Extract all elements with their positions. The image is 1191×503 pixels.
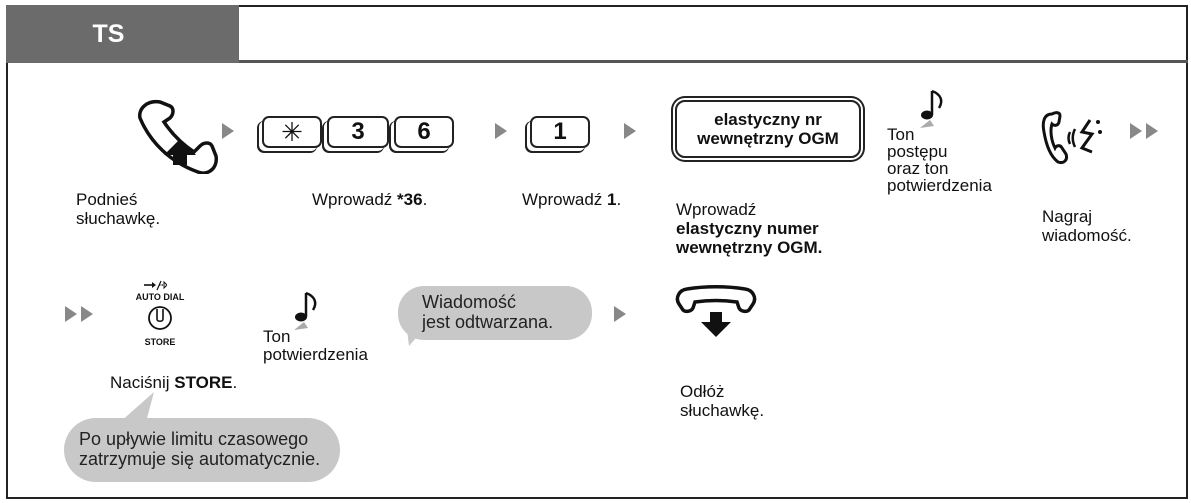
step-arrow: [222, 123, 234, 139]
flexible-ogm-number-box: elastyczny nr wewnętrzny OGM: [675, 100, 861, 158]
tone-note-icon: [294, 291, 317, 330]
step-arrow: [614, 306, 626, 322]
enter1-suffix: .: [616, 190, 622, 209]
key-6: 6: [394, 116, 454, 148]
bubble-tail: [407, 330, 423, 346]
header-bar: [6, 5, 1188, 63]
flexbox-line1: elastyczny nr: [714, 110, 822, 129]
step-arrow: [495, 123, 507, 139]
enter1-code: 1: [607, 190, 617, 209]
off-hook-handset-icon: [138, 99, 218, 174]
auto-dial-label: AUTO DIAL: [135, 292, 185, 302]
key-1: 1: [530, 116, 590, 148]
step-arrow: [81, 306, 93, 322]
record-label: Nagraj wiadomość.: [1042, 207, 1132, 245]
progress-tone-line2: postępu: [887, 142, 948, 161]
playback-bubble-line1: Wiadomość: [422, 292, 517, 312]
flexbox-line2: wewnętrzny OGM: [697, 129, 839, 148]
key-3: 3: [327, 116, 389, 148]
hangup-line2: słuchawkę.: [680, 401, 765, 420]
progress-tone-line1: Ton: [887, 125, 915, 144]
progress-tone-line4: potwierdzenia: [887, 176, 992, 195]
confirm-tone-line2: potwierdzenia: [263, 345, 368, 364]
ts-tab: TS: [6, 5, 239, 63]
enter36-code: *36: [397, 190, 423, 209]
timeout-bubble: Po upływie limitu czasowego zatrzymuje s…: [64, 418, 340, 482]
key-star: ✳: [262, 116, 322, 148]
confirm-tone-label: Ton potwierdzenia: [263, 328, 368, 364]
on-hook-handset-icon: [675, 285, 757, 337]
bubble-tail: [120, 392, 154, 422]
store-button-icon: [148, 306, 172, 330]
press-store-suffix: .: [232, 373, 238, 392]
lift-label: Podnieś słuchawkę.: [76, 190, 160, 228]
progress-tone-label: Ton postępu oraz ton potwierdzenia: [887, 126, 992, 194]
enter36-label: Wprowadź *36.: [312, 190, 427, 209]
procedure-frame: [6, 5, 1188, 499]
timeout-bubble-line1: Po upływie limitu czasowego: [79, 429, 309, 449]
hangup-label: Odłóż słuchawkę.: [680, 382, 764, 420]
enter36-suffix: .: [422, 190, 428, 209]
key-star-label: ✳: [281, 116, 303, 147]
enter36-prefix: Wprowadź: [312, 190, 398, 209]
tone-note-icon: [920, 89, 943, 128]
talk-record-icon: [1041, 111, 1102, 164]
enter1-prefix: Wprowadź: [522, 190, 608, 209]
enter-flex-line3: wewnętrzny OGM.: [676, 238, 823, 257]
playback-bubble: Wiadomość jest odtwarzana.: [398, 286, 592, 340]
press-store-code: STORE: [174, 373, 233, 392]
step-arrow: [1146, 123, 1158, 139]
press-store-prefix: Naciśnij: [110, 373, 175, 392]
lift-label-line2: słuchawkę.: [76, 209, 161, 228]
enter-flex-line2: elastyczny numer: [676, 219, 819, 238]
record-line1: Nagraj: [1042, 207, 1093, 226]
ts-tab-label: TS: [92, 19, 125, 48]
confirm-tone-line1: Ton: [263, 327, 291, 346]
auto-dial-arrows-icon: [144, 280, 167, 291]
enter-flex-label: Wprowadź elastyczny numer wewnętrzny OGM…: [676, 200, 822, 257]
hangup-line1: Odłóż: [680, 382, 725, 401]
press-store-label: Naciśnij STORE.: [110, 373, 237, 392]
step-arrow: [65, 306, 77, 322]
enter1-label: Wprowadź 1.: [522, 190, 621, 209]
key-6-label: 6: [417, 118, 431, 145]
step-arrow: [624, 123, 636, 139]
key-1-label: 1: [553, 118, 567, 145]
key-3-label: 3: [351, 118, 365, 145]
record-line2: wiadomość.: [1042, 226, 1132, 245]
playback-bubble-line2: jest odtwarzana.: [422, 312, 554, 332]
progress-tone-line3: oraz ton: [887, 159, 949, 178]
enter-flex-line1: Wprowadź: [676, 200, 757, 219]
store-key-label: STORE: [144, 337, 176, 347]
lift-label-line1: Podnieś: [76, 190, 138, 209]
timeout-bubble-line2: zatrzymuje się automatycznie.: [79, 449, 321, 469]
step-arrow: [1130, 123, 1142, 139]
